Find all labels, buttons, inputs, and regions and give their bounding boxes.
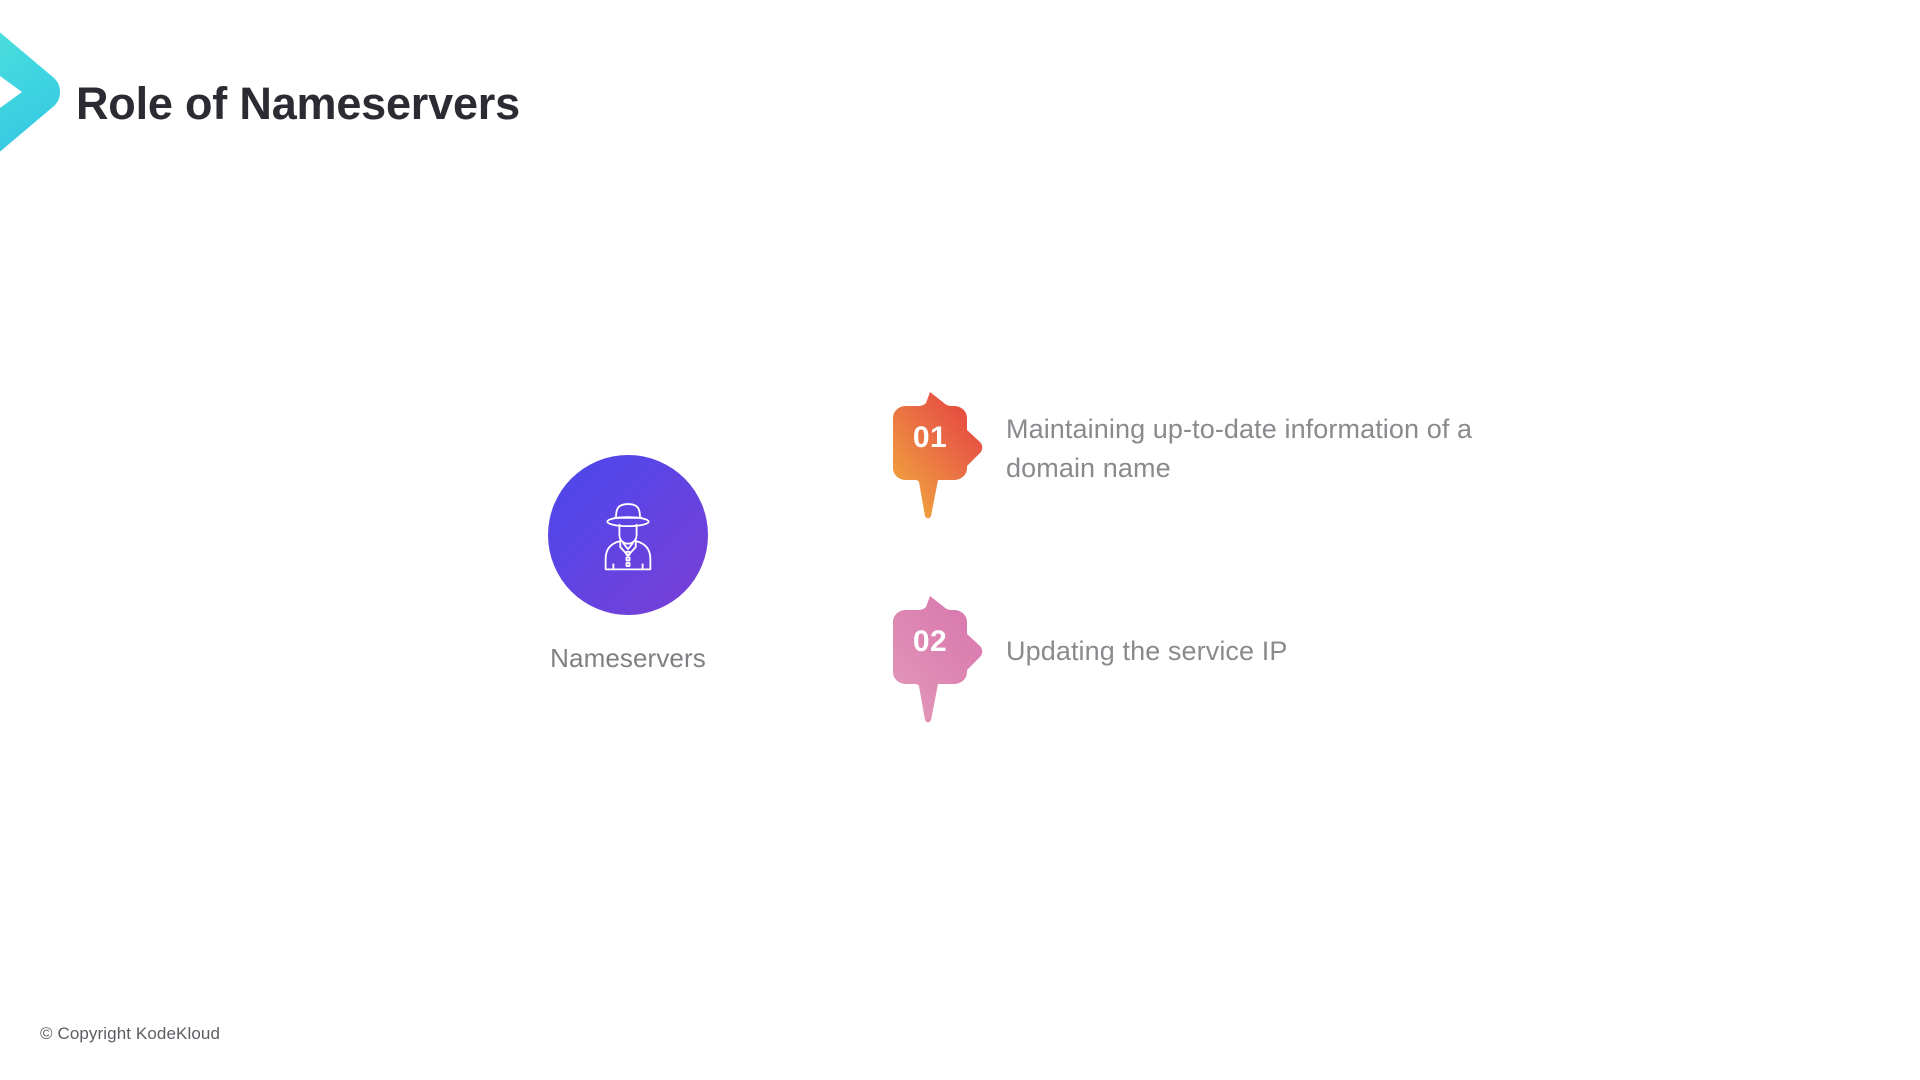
badge-number-label: 02 [912,625,948,658]
chevron-accent-icon [0,14,62,170]
list-item: 01 Maintaining up-to-date information of… [888,392,1588,520]
page-title: Role of Nameservers [76,78,520,129]
person-with-hat-icon [585,492,671,578]
concept-icon-circle [548,455,708,615]
concept-label: Nameservers [550,643,706,673]
number-badge-02: 02 [888,594,984,724]
list-item-text: Updating the service IP [1006,636,1288,666]
list-item: 02 Updating the service IP [888,596,1588,724]
concept-block-nameservers: Nameservers [548,455,708,674]
list-item-text: Maintaining up-to-date information of a … [1006,414,1473,483]
numbered-points-list: 01 Maintaining up-to-date information of… [888,392,1588,724]
number-badge-01: 01 [888,390,984,520]
badge-number-label: 01 [912,421,948,454]
footer-copyright: © Copyright KodeKloud [40,1024,221,1043]
